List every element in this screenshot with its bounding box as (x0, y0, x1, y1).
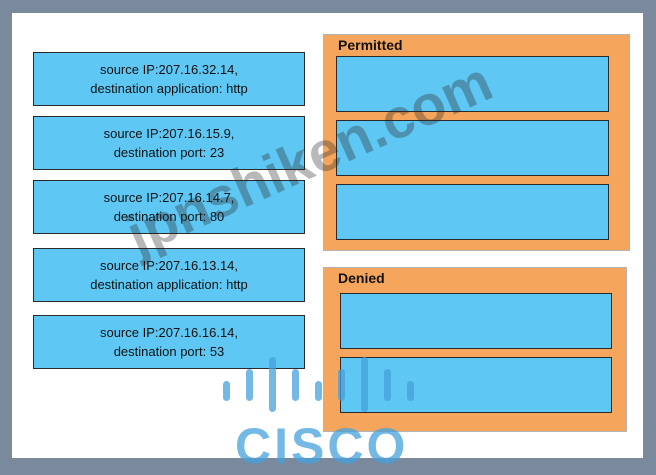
source-item-2-line1: source IP:207.16.15.9, (103, 126, 235, 141)
denied-panel: Denied (323, 267, 627, 432)
source-item-4-line1: source IP:207.16.13.14, (99, 258, 239, 273)
source-item-3-line1: source IP:207.16.14.7, (103, 190, 235, 205)
source-item-5-line2: destination port: 53 (113, 344, 225, 359)
permitted-slot-2[interactable] (336, 120, 609, 176)
source-item-1-line1: source IP:207.16.32.14, (99, 62, 239, 77)
denied-slot-2[interactable] (340, 357, 612, 413)
source-item-4[interactable]: source IP:207.16.13.14, destination appl… (33, 248, 305, 302)
source-item-5-line1: source IP:207.16.16.14, (99, 325, 239, 340)
source-item-1-line2: destination application: http (90, 81, 248, 96)
source-item-2[interactable]: source IP:207.16.15.9, destination port:… (33, 116, 305, 170)
source-item-3[interactable]: source IP:207.16.14.7, destination port:… (33, 180, 305, 234)
permitted-panel: Permitted (323, 34, 630, 251)
source-item-1[interactable]: source IP:207.16.32.14, destination appl… (33, 52, 305, 106)
denied-slot-1[interactable] (340, 293, 612, 349)
permitted-slot-1[interactable] (336, 56, 609, 112)
denied-title: Denied (338, 270, 385, 286)
source-item-4-line2: destination application: http (90, 277, 248, 292)
source-item-5[interactable]: source IP:207.16.16.14, destination port… (33, 315, 305, 369)
source-item-2-line2: destination port: 23 (113, 145, 225, 160)
permitted-slot-3[interactable] (336, 184, 609, 240)
permitted-title: Permitted (338, 37, 403, 53)
drag-drop-canvas: source IP:207.16.32.14, destination appl… (12, 13, 643, 458)
source-item-3-line2: destination port: 80 (113, 209, 225, 224)
